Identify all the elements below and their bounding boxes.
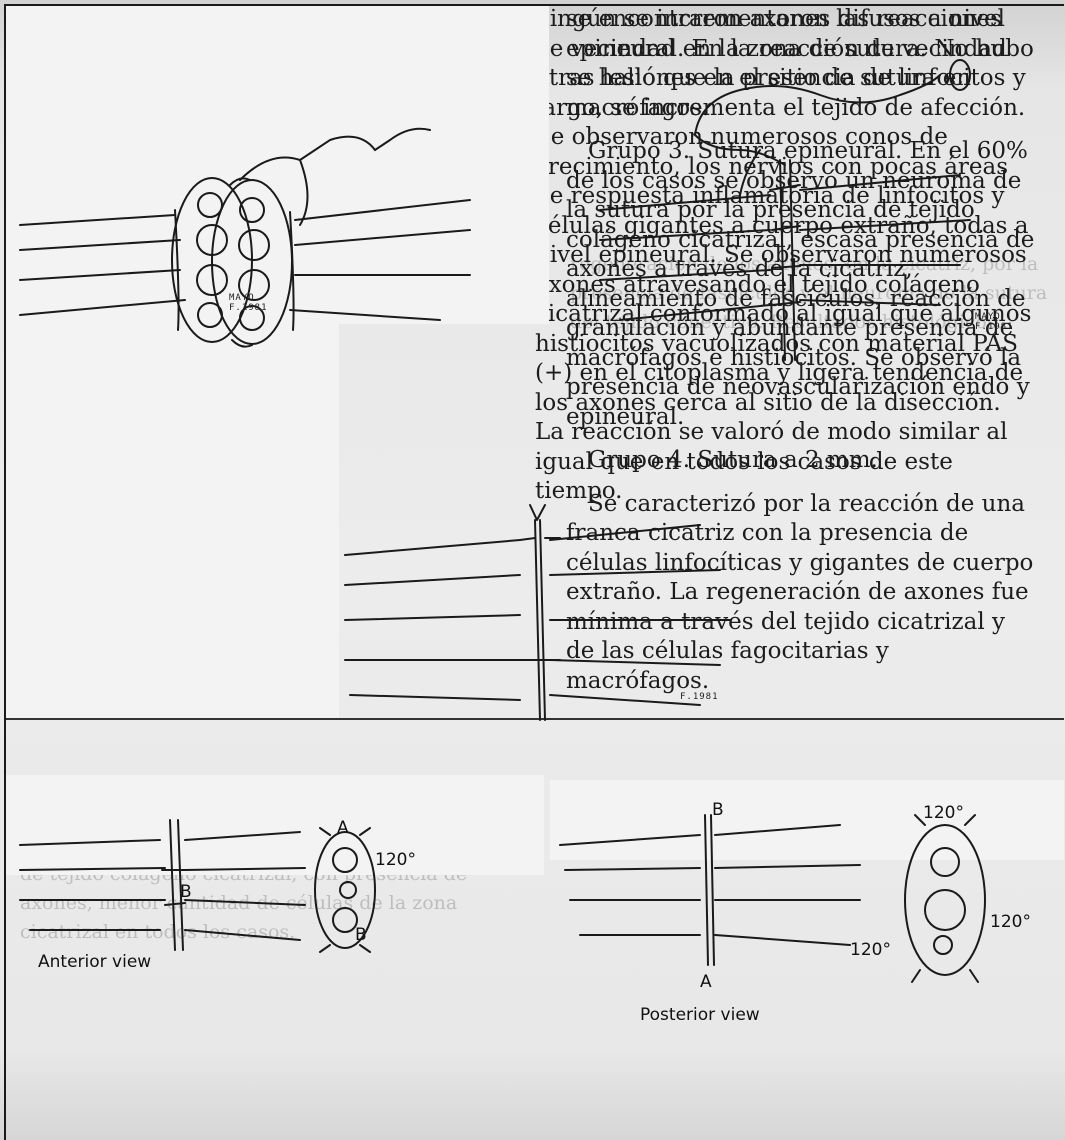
- caption-anterior-view: Anterior view: [38, 952, 151, 972]
- label-angle-top-posterior: 120°: [923, 803, 964, 823]
- label-angle-right-posterior: 120°: [990, 912, 1031, 932]
- label-b2-anterior: B: [355, 925, 367, 945]
- label-a-posterior: A: [700, 972, 712, 992]
- label-angle-anterior: 120°: [375, 850, 416, 870]
- figure-panel-center: [345, 505, 730, 720]
- stamp-label: F.1981: [975, 322, 1014, 332]
- figure-panel-top-left: [20, 129, 470, 347]
- figure-panel-anterior-view: [20, 820, 375, 952]
- figure-panel-top-right: [600, 60, 970, 360]
- stamp-label: F.1981: [680, 692, 719, 702]
- caption-posterior-view: Posterior view: [640, 1005, 760, 1025]
- stamp-label: F.1981: [229, 303, 268, 313]
- label-b-posterior: B: [712, 800, 724, 820]
- label-angle-left-posterior: 120°: [850, 940, 891, 960]
- stamp-label: MAYO: [975, 312, 1001, 322]
- stamp-label: MAYO: [229, 293, 255, 303]
- figure-panel-posterior-view: [560, 815, 985, 982]
- label-a-anterior: A: [337, 818, 349, 838]
- label-b-anterior: B: [180, 882, 192, 902]
